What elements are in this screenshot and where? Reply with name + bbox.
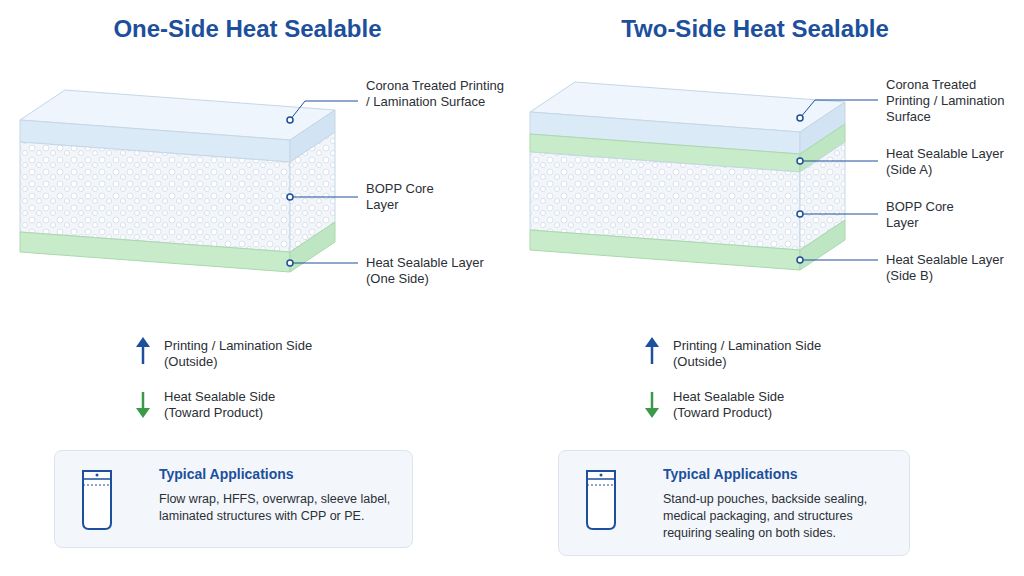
seal-layer-b: [530, 230, 800, 270]
leader-line: [800, 260, 878, 261]
callout-label: Corona Treated Printing / Lamination Sur…: [366, 78, 506, 110]
pouch-tear-line: [587, 485, 615, 486]
application-box: Typical ApplicationsStand-up pouches, ba…: [558, 450, 910, 556]
down-arrow-shaft: [142, 392, 145, 410]
direction-label: Printing / Lamination Side (Outside): [673, 338, 845, 370]
leader-dots: [287, 115, 803, 266]
leader-line: [290, 263, 358, 264]
up-arrow-head: [645, 337, 659, 347]
leader-dot: [287, 194, 293, 200]
leader-line: [800, 214, 878, 215]
pouch-zipper: [83, 478, 111, 480]
two-side-film-block: [530, 82, 845, 270]
box-heading: Typical Applications: [663, 465, 895, 483]
pouch-tear-line: [83, 485, 111, 486]
leader-line: [800, 100, 878, 118]
callout-label: Heat Sealable Layer (One Side): [366, 255, 486, 287]
up-arrow-shaft: [142, 345, 145, 364]
leader-dot: [797, 115, 803, 121]
leader-dot: [797, 257, 803, 263]
pouch-outline: [587, 471, 615, 529]
leader-lines: [290, 100, 878, 263]
pouch-icon: [581, 465, 621, 535]
box-body: Flow wrap, HFFS, overwrap, sleeve label,…: [159, 491, 398, 525]
callout-label: Heat Sealable Layer (Side A): [886, 146, 1020, 178]
callout-label: Corona Treated Printing / Lamination Sur…: [886, 77, 1020, 125]
side-seal-b: [800, 220, 845, 270]
pouch-outline: [83, 471, 111, 529]
pouch-hole: [600, 474, 603, 477]
leader-line: [290, 197, 358, 198]
direction-label: Heat Sealable Side (Toward Product): [673, 389, 805, 421]
callout-label: BOPP Core Layer: [366, 181, 438, 213]
callout-label: BOPP Core Layer: [886, 199, 958, 231]
up-arrow-head: [136, 337, 150, 347]
section-heading: Two-Side Heat Sealable: [545, 14, 965, 44]
leader-dot: [287, 117, 293, 123]
leader-line: [800, 161, 878, 162]
one-side-film-block: [20, 90, 335, 272]
box-heading: Typical Applications: [159, 465, 398, 483]
direction-label: Heat Sealable Side (Toward Product): [164, 389, 296, 421]
application-box: Typical ApplicationsFlow wrap, HFFS, ove…: [54, 450, 413, 548]
leader-dot: [287, 260, 293, 266]
leader-dot: [797, 211, 803, 217]
leader-line: [290, 101, 358, 120]
callout-label: Heat Sealable Layer (Side B): [886, 252, 1020, 284]
pouch-zipper: [587, 478, 615, 480]
down-arrow-head: [645, 408, 659, 418]
seal-layer: [20, 232, 290, 272]
side-seal: [290, 222, 335, 272]
box-body: Stand-up pouches, backside sealing, medi…: [663, 491, 895, 542]
pouch-icon: [77, 465, 117, 535]
section-heading: One-Side Heat Sealable: [40, 14, 455, 44]
direction-label: Printing / Lamination Side (Outside): [164, 338, 336, 370]
down-arrow-shaft: [651, 392, 654, 410]
down-arrow-head: [136, 408, 150, 418]
up-arrow-shaft: [651, 345, 654, 364]
pouch-hole: [96, 474, 99, 477]
leader-dot: [797, 158, 803, 164]
